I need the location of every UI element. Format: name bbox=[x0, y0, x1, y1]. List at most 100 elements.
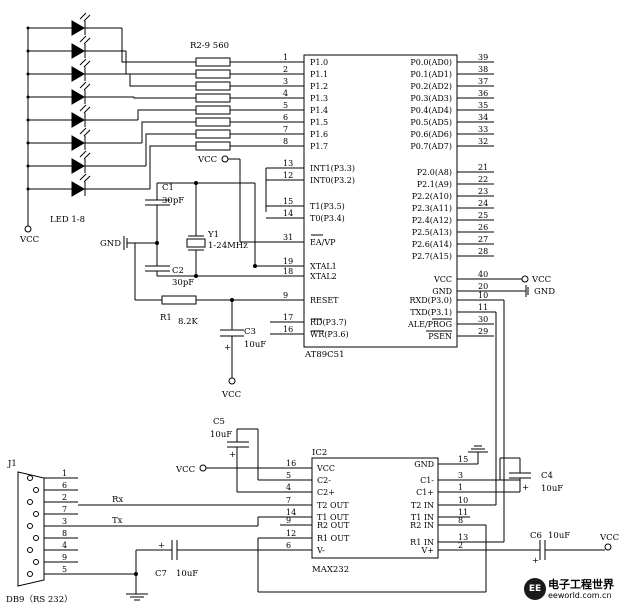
mcu-pin-number: 6 bbox=[283, 113, 288, 122]
max232-pin-number: 1 bbox=[458, 483, 463, 492]
db9-pin-number: 4 bbox=[62, 541, 67, 550]
c6-plus: + bbox=[532, 556, 539, 566]
resistor bbox=[195, 117, 231, 127]
c4-value: 10uF bbox=[541, 484, 563, 494]
db9-pin-number: 2 bbox=[62, 493, 67, 502]
c7-plus: + bbox=[158, 541, 165, 551]
vcc-terminal bbox=[521, 275, 529, 283]
db9-pin-hole bbox=[33, 535, 39, 541]
mcu-pin-number: 21 bbox=[478, 163, 488, 172]
mcu-pin-number: 14 bbox=[283, 209, 293, 218]
db9-pin-number: 7 bbox=[62, 505, 67, 514]
mcu-pin-name: PSEN bbox=[428, 332, 452, 341]
mcu-pin-name: P0.2(AD2) bbox=[410, 82, 452, 91]
max232-pin-name: R1 OUT bbox=[317, 534, 350, 543]
max232-pin-name: T2 IN bbox=[411, 501, 434, 510]
max232-body bbox=[311, 457, 439, 559]
mcu-pin-name: P1.2 bbox=[310, 82, 328, 91]
reset-circuit: R1 8.2K C3 10uF + VCC bbox=[134, 243, 304, 400]
mcu-pin-name: P2.2(A10) bbox=[412, 192, 452, 201]
mcu-pin-number: 7 bbox=[283, 125, 288, 134]
db9-pin-number: 6 bbox=[62, 481, 67, 490]
gnd-label: GND bbox=[100, 239, 121, 249]
led-group-label: LED 1-8 bbox=[50, 215, 85, 225]
max232-pin-name: C2+ bbox=[317, 488, 335, 497]
mcu-pin-name: ALE/PROG bbox=[407, 320, 452, 329]
r1-value: 8.2K bbox=[178, 317, 199, 327]
max232-pin-name: T1 IN bbox=[411, 513, 434, 522]
mcu-pin-name: P2.7(A15) bbox=[412, 252, 452, 261]
mcu-pin-name: EA/VP bbox=[310, 238, 336, 247]
max232-pin-name: C1+ bbox=[416, 488, 434, 497]
mcu-pin-name: WR(P3.6) bbox=[310, 330, 349, 339]
led-icon bbox=[71, 112, 85, 128]
mcu-pin-name: P2.0(A8) bbox=[417, 168, 452, 177]
vcc-terminal bbox=[221, 155, 229, 163]
max232-pin-number: 13 bbox=[458, 533, 468, 542]
max232-pin-number: 6 bbox=[286, 541, 291, 550]
db9-pin-hole bbox=[27, 475, 33, 481]
mcu-pin-number: 34 bbox=[478, 113, 488, 122]
db9-label: DB9（RS 232） bbox=[6, 594, 73, 605]
capacitor-c5: C5 10uF + bbox=[210, 417, 280, 493]
mcu-pin-number: 9 bbox=[283, 291, 288, 300]
c4-plus: + bbox=[522, 483, 529, 493]
mcu-pin-name: P1.0 bbox=[310, 58, 328, 67]
max232-pin-number: 8 bbox=[458, 516, 463, 525]
mcu-pin-number: 15 bbox=[283, 197, 293, 206]
db9-pin-hole bbox=[27, 571, 33, 577]
mcu-pin-name: P1.3 bbox=[310, 94, 328, 103]
max232-pin-name: V- bbox=[316, 546, 325, 555]
led-icon bbox=[71, 158, 85, 174]
max232-pin-number: 16 bbox=[286, 459, 296, 468]
vcc-label: VCC bbox=[19, 235, 39, 245]
mcu-pin-number: 2 bbox=[283, 65, 288, 74]
mcu-pin-name: P2.4(A12) bbox=[412, 216, 452, 225]
r1-ref: R1 bbox=[160, 313, 172, 323]
led-icon bbox=[71, 181, 85, 197]
c6-ref: C6 bbox=[530, 531, 542, 541]
max232-pin-number: 14 bbox=[286, 508, 296, 517]
mcu-part-label: AT89C51 bbox=[304, 350, 344, 360]
mcu-pin-name: P0.1(AD1) bbox=[410, 70, 452, 79]
mcu-pin-number: 36 bbox=[478, 89, 488, 98]
mcu-pin-number: 37 bbox=[478, 77, 488, 86]
mcu-pin-number: 17 bbox=[283, 313, 293, 322]
mcu-pin-name: T0(P3.4) bbox=[310, 214, 345, 223]
resistor-r1 bbox=[161, 295, 197, 305]
db9-pin-hole bbox=[33, 487, 39, 493]
mcu-pin-name: P2.6(A14) bbox=[412, 240, 452, 249]
db9-pin-hole bbox=[27, 547, 33, 553]
mcu-pin-number: 5 bbox=[283, 101, 288, 110]
mcu-pin-name: P1.7 bbox=[310, 142, 328, 151]
mcu-pin-number: 26 bbox=[478, 223, 488, 232]
resistor bbox=[195, 129, 231, 139]
mcu-pin-name: P2.3(A11) bbox=[412, 204, 452, 213]
mcu-pin-number: 8 bbox=[283, 137, 288, 146]
db9-pin-hole bbox=[27, 523, 33, 529]
eeworld-url: eeworld.com.cn bbox=[548, 591, 612, 600]
led-array: LED 1-8 VCC bbox=[19, 12, 150, 245]
vcc-label: VCC bbox=[175, 465, 195, 475]
mcu-pin-number: 22 bbox=[478, 175, 488, 184]
mcu-body bbox=[303, 54, 458, 348]
mcu-pin-name: INT1(P3.3) bbox=[310, 164, 355, 173]
mcu-pin-number: 39 bbox=[478, 53, 488, 62]
rx-label: Rx bbox=[112, 495, 123, 505]
mcu-pin-name: XTAL1 bbox=[310, 262, 337, 271]
max232-pin-name: C1- bbox=[420, 476, 434, 485]
c6-value: 10uF bbox=[548, 531, 570, 541]
max232-pin-number: 10 bbox=[458, 496, 468, 505]
crystal-y1 bbox=[186, 238, 206, 248]
mcu-pin-number: 11 bbox=[478, 303, 488, 312]
mcu-pin-number: 23 bbox=[478, 187, 488, 196]
resistor bbox=[195, 105, 231, 115]
led-icon bbox=[71, 20, 85, 36]
max232-pin-number: 2 bbox=[458, 541, 463, 550]
tx-label: Tx bbox=[112, 516, 123, 526]
mcu-pin-name: P1.1 bbox=[310, 70, 328, 79]
c1-ref: C1 bbox=[162, 183, 174, 193]
vcc-label: VCC bbox=[531, 275, 551, 285]
